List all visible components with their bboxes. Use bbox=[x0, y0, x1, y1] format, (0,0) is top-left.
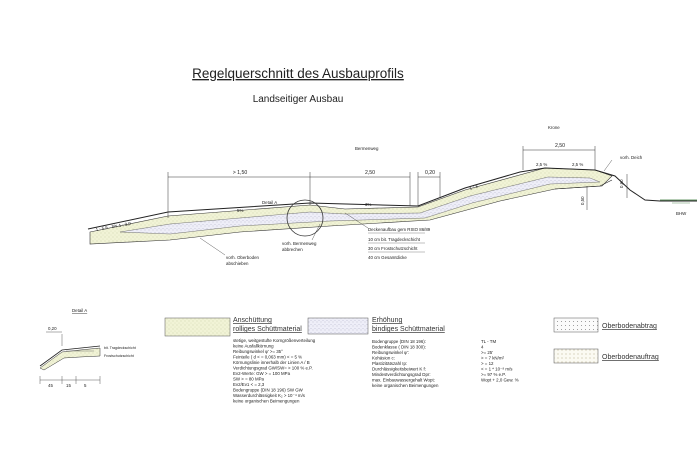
anschuettung-line-9: Ev2/Ev1 < = 2,3 bbox=[233, 382, 265, 387]
label-oberboden-1: vorh. Oberboden bbox=[226, 255, 260, 260]
legend-anschuettung: Anschüttung rolliges Schüttmaterial stet… bbox=[164, 317, 316, 404]
anschuettung-line-3: Reibungswinkel φ' >= 35° bbox=[233, 349, 283, 354]
erhoehung-label-3: Reibungswinkel φ': bbox=[372, 350, 409, 355]
anschuettung-line-8: SW > = 80 MPa bbox=[233, 377, 265, 382]
label-krone: Krone bbox=[548, 125, 560, 130]
erhoehung-value-4: > = 7 kN/m² bbox=[481, 356, 504, 361]
detail-a-dim-45: 45 bbox=[48, 383, 53, 388]
label-bermenweg-abbrechen-2: abbrechen bbox=[282, 247, 303, 252]
swatch-anschuettung bbox=[164, 317, 231, 337]
slope-label-bis: bis bbox=[111, 223, 118, 229]
page-subtitle: Landseitiger Ausbau bbox=[253, 94, 344, 105]
slope-label-1-2: 1 : 3,0 bbox=[118, 221, 131, 228]
erhoehung-value-8: Wopt + 2,0 Gew. % bbox=[481, 378, 519, 383]
terrain-line bbox=[87, 167, 596, 230]
deckenaufbau-layer-2: 30 cm Frostschutzschicht bbox=[368, 246, 418, 251]
oberbodenauftrag-label: Oberbodenauftrag bbox=[602, 354, 659, 361]
erhoehung-value-5: > = 12 bbox=[481, 361, 494, 366]
erhoehung-label-8: max. Einbauwassergehalt Wopt: bbox=[372, 378, 435, 383]
pct-krone-right: 2,5 % bbox=[572, 162, 583, 167]
erhoehung-value-3: >= 25' bbox=[481, 350, 493, 355]
deckenaufbau-title: Deckenaufbau gem RStO 86/89 bbox=[368, 227, 431, 232]
anschuettung-line-5: Körnungslinie innerhalb der Linien A / B bbox=[233, 360, 310, 365]
dim-050: 0,50 bbox=[580, 196, 585, 205]
detail-a-dim-top: 0,20 bbox=[48, 326, 57, 331]
anschuettung-line-6: Verdichtungsgrad GW/SW= > 100 % e.P. bbox=[233, 366, 313, 371]
anschuettung-line-4: Feinteile ( d < = 0,063 mm) < = 5 % bbox=[233, 355, 302, 360]
label-bhw: BHW bbox=[676, 211, 687, 216]
page-title: Regelquerschnitt des Ausbauprofils bbox=[192, 66, 404, 81]
erhoehung-label-5: Plastizitätszahl Ip: bbox=[372, 361, 407, 366]
detail-a-label-1: bit. Tragdeckschicht bbox=[104, 346, 136, 350]
existing-dike-inner bbox=[554, 179, 613, 190]
anschuettung-line-1: stetige, weitgestufte Korngrößenverteilu… bbox=[233, 338, 316, 343]
dim-250: 2,50 bbox=[365, 170, 375, 176]
anschuettung-line-12: keine organischen Beimengungen bbox=[233, 399, 300, 404]
detail-a-title: Detail A bbox=[72, 308, 87, 313]
core-layer bbox=[119, 176, 601, 235]
legend-oberboden: Oberbodenabtrag Oberbodenauftrag bbox=[553, 317, 659, 364]
erhoehung-title-1: Erhöhung bbox=[372, 317, 402, 324]
anschuettung-line-7: Ev2-Werte: GW > = 100 MPa bbox=[233, 371, 291, 376]
swatch-erhoehung bbox=[307, 317, 369, 335]
anschuettung-title-1: Anschüttung bbox=[233, 317, 272, 324]
detail-a: Detail A 0,20 bit. Tragdeckschicht Frost… bbox=[39, 308, 136, 388]
label-vorh-deich: vorh. Deich bbox=[620, 155, 643, 160]
cross-section: Detail A > 1,50 2,50 0,20 2,50 0,80 0,50… bbox=[87, 125, 697, 266]
erhoehung-label-9: keine organischen Beimengungen bbox=[372, 383, 439, 388]
swatch-oberbodenauftrag bbox=[553, 348, 599, 364]
dim-150: > 1,50 bbox=[233, 170, 248, 176]
detail-a-dim-5: 5 bbox=[84, 383, 87, 388]
erhoehung-label-1: Bodengruppe (DIN 18 196): bbox=[372, 339, 426, 344]
detail-a-marker: Detail A bbox=[262, 200, 277, 205]
detail-a-label-2: Frostschutzschicht bbox=[104, 354, 134, 358]
pct-krone-left: 2,5 % bbox=[536, 162, 547, 167]
erhoehung-title-2: bindiges Schüttmaterial bbox=[372, 326, 445, 333]
slope-label-2: 1 : 3 bbox=[469, 183, 479, 191]
detail-a-dim-15: 15 bbox=[66, 383, 71, 388]
erhoehung-label-6: Durchlässigkeitsbeiwert K f: bbox=[372, 367, 426, 372]
anschuettung-line-11: Wasserdurchlässigkeit K₂ > 10⁻⁴ m/s bbox=[233, 393, 306, 398]
existing-dike bbox=[594, 169, 697, 202]
legend-erhoehung: Erhöhung bindiges Schüttmaterial Bodengr… bbox=[307, 317, 519, 388]
deckenaufbau-layer-3: 40 cm Gesamtdicke bbox=[368, 255, 407, 260]
erhoehung-value-1: TL - TM bbox=[481, 339, 496, 344]
erhoehung-value-7: >= 97 % e.P. bbox=[481, 372, 506, 377]
erhoehung-label-7: Mindestverdichtungsgrad Dpr: bbox=[372, 372, 431, 377]
pct-bermen-right: 3% bbox=[365, 202, 371, 207]
erhoehung-value-2: 4 bbox=[481, 345, 484, 350]
erhoehung-label-2: Bodenklasse ( DIN 18 300): bbox=[372, 345, 426, 350]
label-bermenweg-abbrechen-1: vorh. Bermenweg bbox=[282, 241, 317, 246]
anschuettung-line-10: Bodengruppe (DIN 18 196) SW GW bbox=[233, 388, 304, 393]
anschuettung-line-2: keine Ausfallkörnung bbox=[233, 344, 274, 349]
dim-020: 0,20 bbox=[425, 170, 435, 176]
dim-krone: 2,50 bbox=[555, 143, 565, 149]
detail-a-circle bbox=[286, 199, 324, 237]
pct-bermen-left: 5% bbox=[237, 208, 243, 213]
swatch-oberbodenabtrag bbox=[553, 317, 599, 333]
anschuettung-title-2: rolliges Schüttmaterial bbox=[233, 326, 302, 333]
label-bermenweg: Bermenweg bbox=[355, 146, 379, 151]
erhoehung-value-6: < = 1 * 10⁻⁸ m/s bbox=[481, 367, 513, 372]
oberbodenabtrag-label: Oberbodenabtrag bbox=[602, 323, 657, 330]
label-oberboden-2: abschieben bbox=[226, 261, 249, 266]
dim-080: 0,80 bbox=[619, 179, 624, 188]
slope-label-1: 1 : 5,5 bbox=[95, 225, 108, 232]
erhoehung-label-4: Kohäsion c: bbox=[372, 356, 395, 361]
deckenaufbau-layer-1: 10 cm bit. Tragdeckschicht bbox=[368, 237, 421, 242]
